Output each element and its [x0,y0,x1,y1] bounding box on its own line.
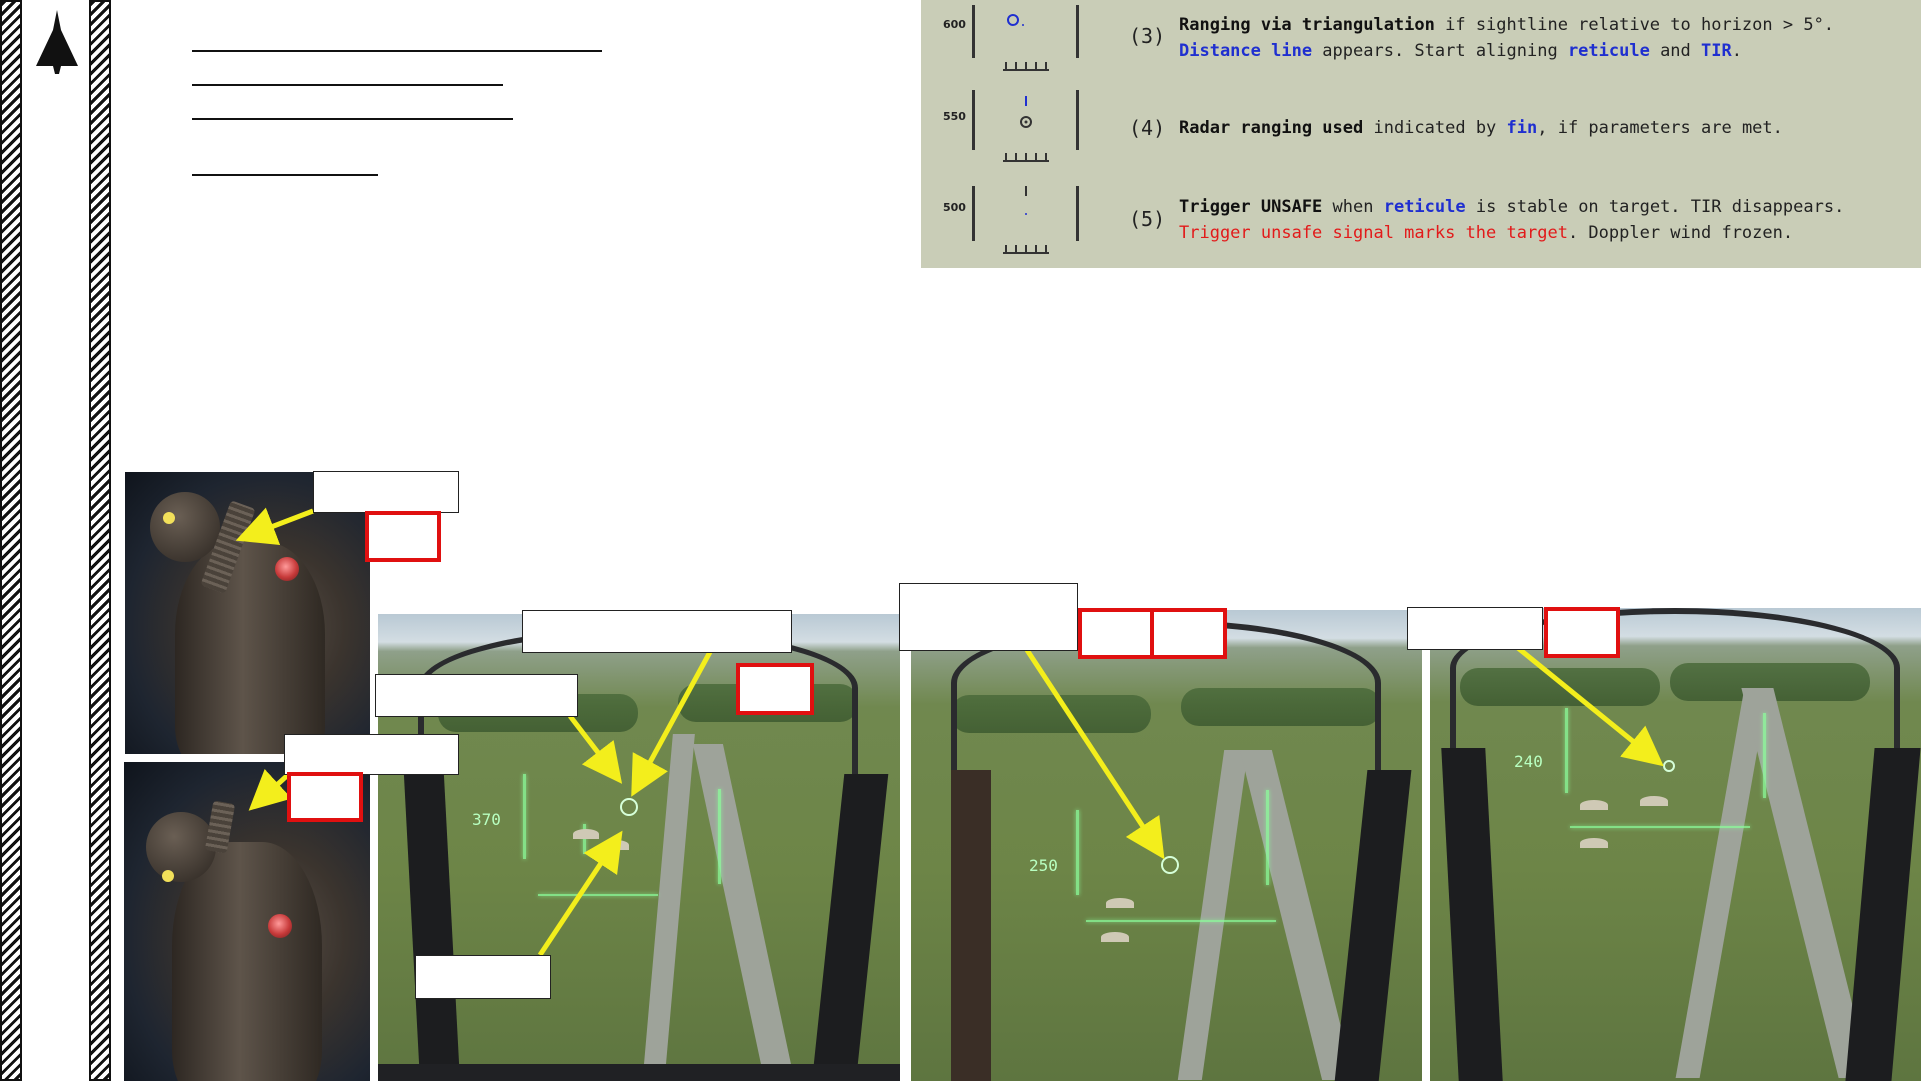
title-line-4 [192,174,378,176]
callout-tag-view3 [1544,607,1620,658]
reticule-symbol [1025,186,1027,215]
hud-reticule [1663,760,1675,772]
text-run: if sightline relative to horizon > 5°. [1434,15,1835,35]
step-line-1: Trigger UNSAFE when reticule is stable o… [1179,194,1844,220]
text-run: Trigger UNSAFE [1179,197,1323,217]
red-button [268,914,292,938]
red-button [275,557,299,581]
step-row-5: 500 (5) Trigger UNSAFE when reticule is … [921,180,1921,270]
step-text: Trigger UNSAFE when reticule is stable o… [1179,194,1844,246]
altitude-label: 600 [943,18,966,31]
callout-tag-trigger-top [365,511,441,562]
title-line-3 [192,118,513,120]
callout-box-view1-top [522,610,792,653]
text-run: Ranging via triangulation [1179,15,1435,35]
text-run: reticule [1567,41,1650,61]
sidebar-hatch-right [89,0,111,1081]
step-row-4: 550 (4) Radar ranging used indicated by … [921,90,1921,180]
callout-tag-view1 [736,663,814,715]
text-run: and [1649,41,1702,61]
step-text: Radar ranging used indicated by fin, if … [1179,115,1783,141]
callout-box-view1-bottom [415,955,551,999]
text-run: appears. Start aligning [1312,41,1568,61]
sidebar-hatch-left [0,0,22,1081]
text-run: when [1322,197,1384,217]
step-line-2: Distance line appears. Start aligning re… [1179,38,1834,64]
hud-reticule [1161,856,1179,874]
step-number: (3) [1129,24,1166,48]
step-line-1: Ranging via triangulation if sightline r… [1179,12,1834,38]
text-run: reticule [1383,197,1466,217]
text-run: TIR [1701,41,1732,61]
step-row-3: 600 (3) Ranging via triangulation if sig… [921,0,1921,90]
callout-box-view2 [899,583,1078,651]
text-run: is stable on target. TIR disappears. [1465,197,1845,217]
text-run: Distance line [1179,41,1313,61]
callout-tag-trigger-bottom [287,772,363,822]
text-run: , if parameters are met. [1537,118,1783,138]
aircraft-silhouette-icon [36,10,78,74]
callout-tag-view2-a [1078,608,1154,659]
step-number: (5) [1129,207,1166,231]
step-number: (4) [1129,116,1166,140]
text-run: . [1731,41,1742,61]
step-line-2: Trigger unsafe signal marks the target. … [1179,220,1844,246]
callout-box-trigger-top [313,471,459,513]
text-run: Trigger unsafe signal marks the target [1179,223,1568,243]
altitude-label: 500 [943,201,966,214]
reticule-symbol [1007,14,1024,26]
reticule-symbol [1020,96,1032,128]
text-run: Radar ranging used [1179,118,1364,138]
stick-photo-top [125,472,370,754]
text-run: fin [1506,118,1538,138]
hud-view-2: 250 [911,610,1422,1081]
instruction-panel: 600 (3) Ranging via triangulation if sig… [921,0,1921,268]
title-line-2 [192,84,503,86]
hud-view-3: 240 [1430,608,1921,1081]
step-line-1: Radar ranging used indicated by fin, if … [1179,115,1783,141]
altitude-label: 550 [943,110,966,123]
callout-box-view3 [1407,607,1543,650]
hud-reticule [620,798,638,816]
callout-tag-view2-b [1150,608,1227,659]
text-run: indicated by [1363,118,1507,138]
step-text: Ranging via triangulation if sightline r… [1179,12,1834,64]
title-line-1 [192,50,602,52]
callout-box-view1-left [375,674,578,717]
text-run: . Doppler wind frozen. [1567,223,1794,243]
hud-speed-readout: 250 [1029,856,1058,875]
hud-speed-readout: 240 [1514,752,1543,771]
callout-box-trigger-bottom [284,734,459,775]
hud-speed-readout: 370 [472,810,501,829]
